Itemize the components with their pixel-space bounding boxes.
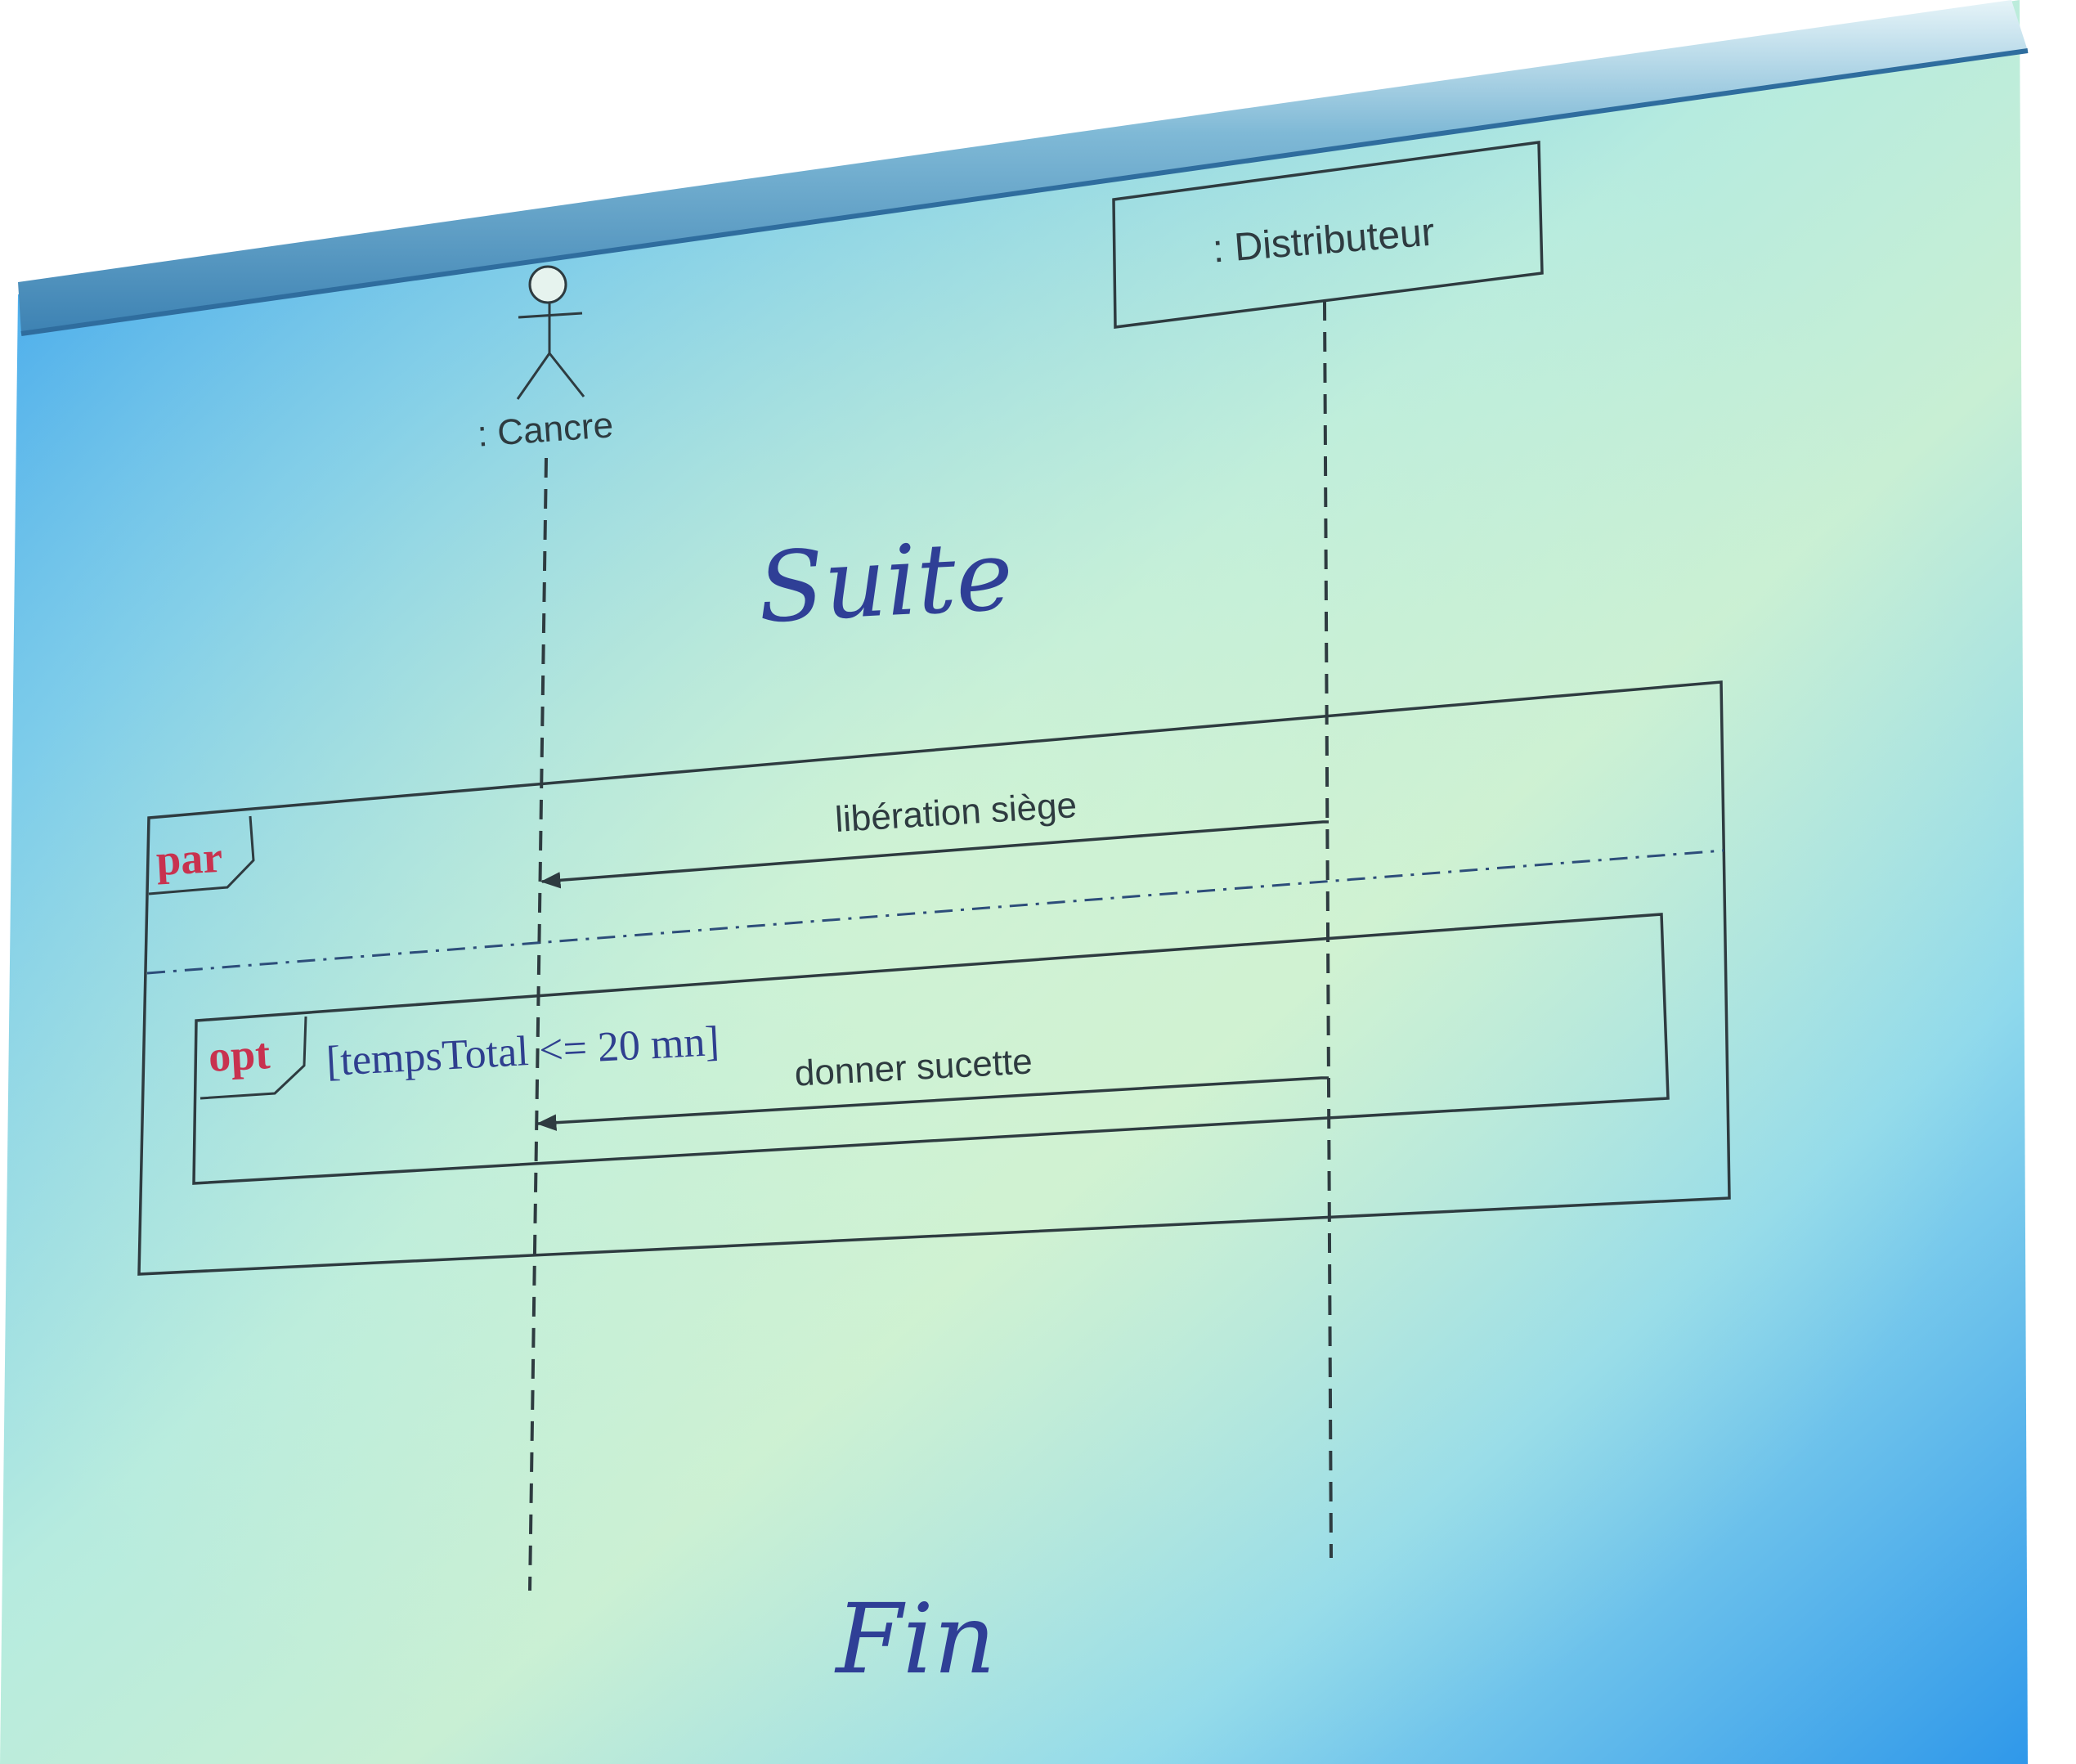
actor-figure — [516, 265, 585, 400]
par-keyword: par — [155, 833, 223, 885]
par-fragment — [137, 680, 1731, 1276]
opt-operator-tab — [200, 1016, 307, 1100]
screen-top-rail — [18, 0, 2028, 334]
opt-fragment — [192, 913, 1670, 1185]
actor-label: : Cancre — [476, 405, 614, 454]
message-donner-sucette-arrow — [536, 1076, 1329, 1131]
actor-lifeline — [528, 457, 548, 1591]
screen-rail-edge — [20, 48, 2029, 336]
opt-keyword: opt — [207, 1029, 271, 1081]
fin-heading: Fin — [834, 1582, 996, 1695]
screen-glow — [0, 0, 2028, 1764]
object-box — [1112, 141, 1544, 329]
object-lifeline — [1323, 300, 1333, 1559]
par-operand-separator — [146, 849, 1724, 975]
suite-heading: Suite — [756, 518, 1016, 644]
par-operator-tab — [148, 815, 255, 895]
message-liberation-siege-arrow — [540, 820, 1329, 889]
